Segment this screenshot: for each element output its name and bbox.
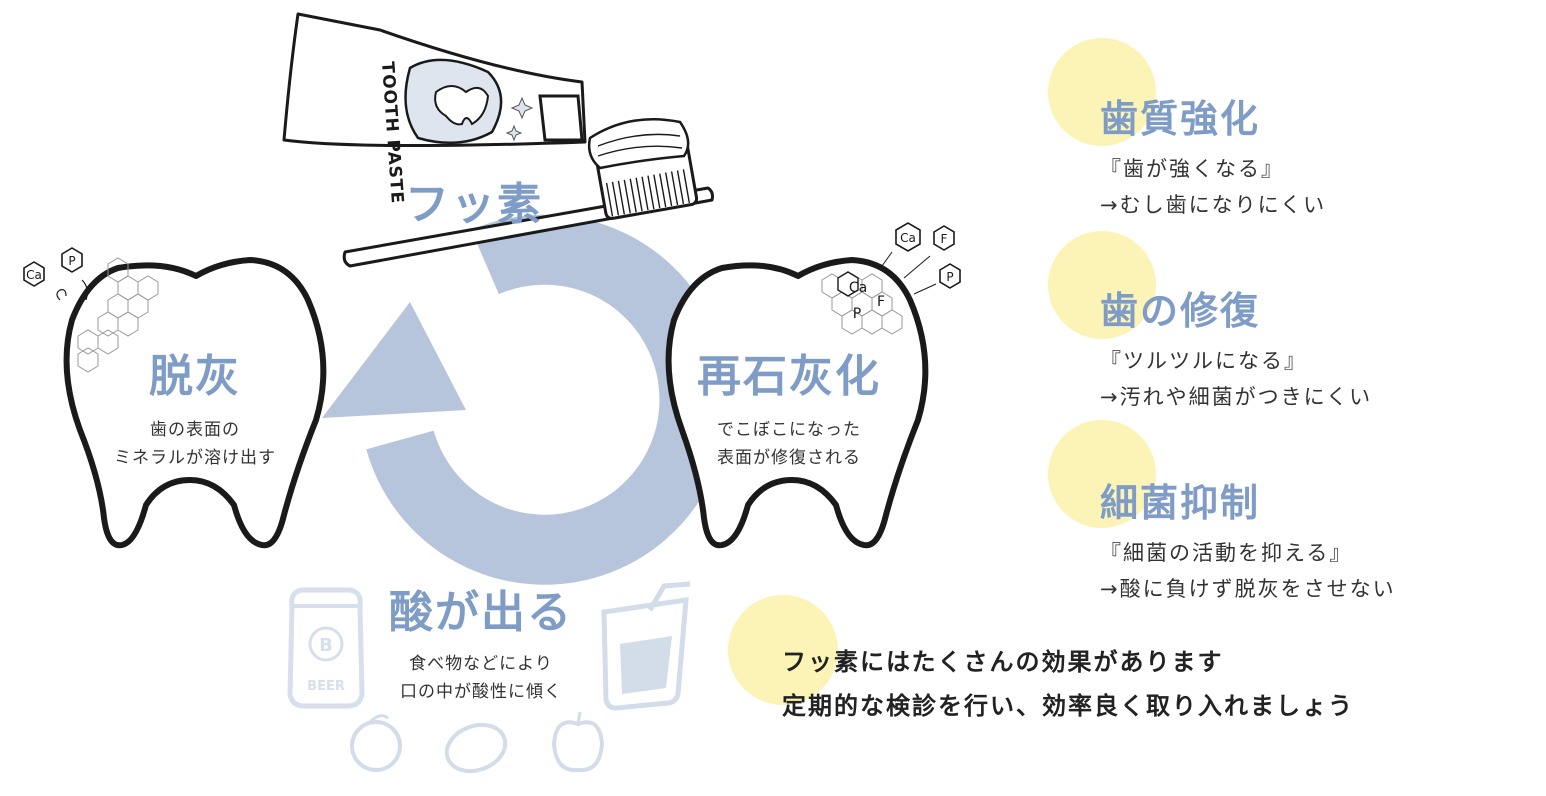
ion-p: P	[946, 270, 953, 284]
effect-2-accent-circle	[1048, 231, 1156, 339]
effect-3-accent-circle	[1048, 420, 1156, 528]
toothbrush-icon	[342, 117, 714, 268]
enamel-hex-pattern	[77, 257, 159, 373]
effect-1: 歯質強化 『歯が強くなる』 →むし歯になりにくい	[1100, 88, 1326, 223]
fluoride-label: フッ素	[405, 179, 543, 230]
ion-p: P	[68, 254, 75, 268]
toothpaste-tube-icon: TOOTH PASTE	[282, 12, 587, 205]
summary-line-1: フッ素にはたくさんの効果があります	[782, 648, 1224, 676]
remineralization-desc-1: でこぼこになった	[717, 420, 861, 440]
effect-3: 細菌抑制 『細菌の活動を抑える』 →酸に負けず脱灰をさせない	[1100, 472, 1396, 607]
ion-p: P	[853, 306, 861, 322]
remineralization-title: 再石灰化	[697, 351, 881, 402]
effect-1-line-1: 『歯が強くなる』	[1100, 157, 1284, 181]
effect-1-accent-circle	[1048, 38, 1156, 146]
apple-icon	[551, 711, 605, 773]
effect-2-line-2: →汚れや細菌がつきにくい	[1100, 385, 1373, 409]
cycle-arrow-icon	[322, 214, 730, 585]
right-tooth-text: 再石灰化 でこぼこになった 表面が修復される	[680, 340, 898, 472]
remineralization-desc-2: 表面が修復される	[717, 448, 861, 468]
left-tooth-icon	[63, 257, 327, 549]
acid-title: 酸が出る	[389, 587, 573, 638]
right-tooth-icon	[665, 257, 929, 549]
beer-label: BEER	[307, 679, 345, 694]
effect-3-title: 細菌抑制	[1100, 481, 1261, 525]
summary-line-2: 定期的な検診を行い、効率良く取り入れましょう	[782, 692, 1354, 720]
effect-2-line-1: 『ツルツルになる』	[1100, 349, 1307, 373]
ion-ca: Ca	[26, 268, 42, 282]
summary-accent-circle	[728, 595, 838, 705]
ion-ca: Ca	[900, 231, 916, 245]
ion-f: F	[877, 294, 885, 310]
effect-1-title: 歯質強化	[1100, 97, 1261, 141]
summary: フッ素にはたくさんの効果があります 定期的な検診を行い、効率良く取り入れましょう	[782, 640, 1354, 728]
effect-1-line-2: →むし歯になりにくい	[1100, 193, 1327, 217]
ion-badges-left: Ca P	[23, 247, 88, 301]
acid-desc-2: 口の中が酸性に傾く	[400, 682, 562, 702]
ion-f: F	[941, 232, 948, 246]
orange-icon	[350, 714, 402, 772]
ion-badges-right: Ca F P Ca F P	[837, 222, 961, 322]
effect-2: 歯の修復 『ツルツルになる』 →汚れや細菌がつきにくい	[1100, 280, 1372, 415]
ion-ca: Ca	[849, 280, 867, 296]
lemon-icon	[444, 722, 508, 774]
beer-badge: B	[319, 635, 333, 656]
demineralization-desc-2: ミネラルが溶け出す	[114, 448, 276, 468]
effect-2-title: 歯の修復	[1100, 289, 1261, 333]
acid-desc-1: 食べ物などにより	[409, 654, 553, 674]
juice-cup-icon	[601, 581, 691, 711]
effect-3-line-2: →酸に負けず脱灰をさせない	[1100, 577, 1396, 601]
demineralization-title: 脱灰	[149, 351, 241, 402]
beer-can-icon: B BEER	[287, 587, 365, 709]
left-tooth-text: 脱灰 歯の表面の ミネラルが溶け出す	[90, 340, 300, 472]
effect-3-line-1: 『細菌の活動を抑える』	[1100, 541, 1353, 565]
demineralization-desc-1: 歯の表面の	[150, 420, 240, 440]
acid-text: 酸が出る 食べ物などにより 口の中が酸性に傾く	[370, 576, 592, 706]
